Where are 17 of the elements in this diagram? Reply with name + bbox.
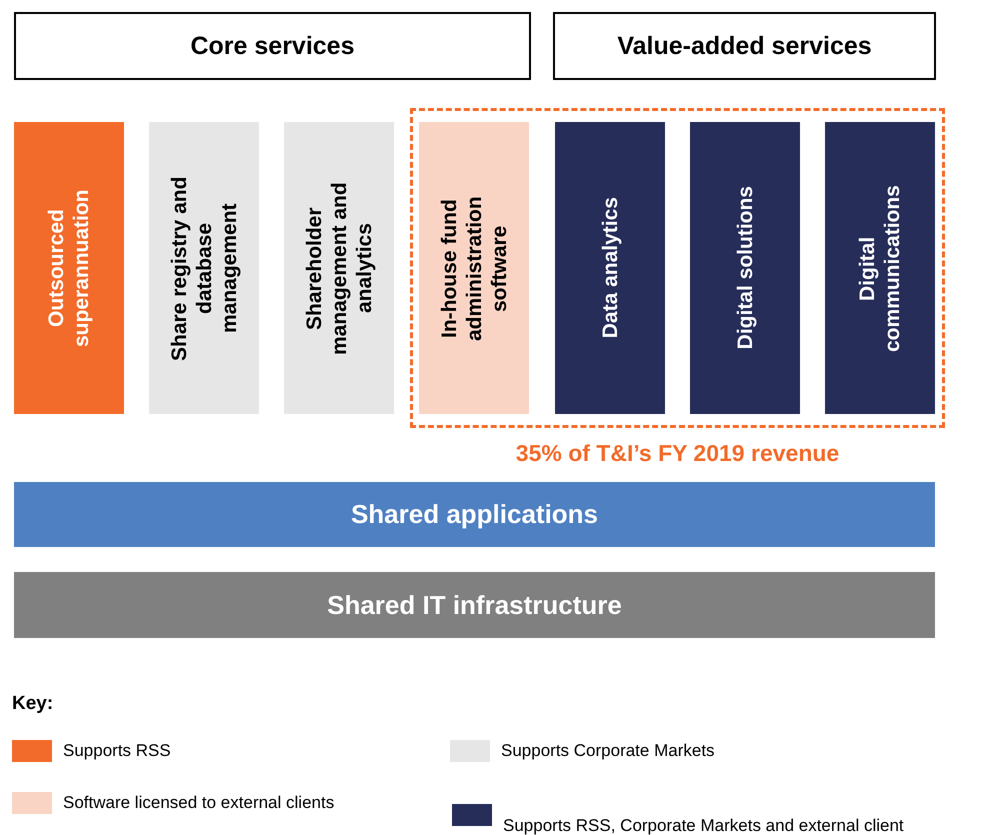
service-box: Outsourced superannuation bbox=[14, 122, 124, 414]
service-box: Data analytics bbox=[555, 122, 665, 414]
service-box: Digital communications bbox=[825, 122, 935, 414]
header-box: Core services bbox=[14, 12, 531, 80]
legend-text: Supports RSS bbox=[63, 741, 171, 761]
layer-bar: Shared IT infrastructure bbox=[14, 572, 935, 638]
service-box: Share registry and database management bbox=[149, 122, 259, 414]
legend-text: Supports RSS, Corporate Markets and external client bbox=[503, 816, 904, 835]
header-box: Value-added services bbox=[553, 12, 936, 80]
layer-bar: Shared applications bbox=[14, 482, 935, 547]
service-box: Digital solutions bbox=[690, 122, 800, 414]
frame-caption: 35% of T&I’s FY 2019 revenue bbox=[514, 440, 840, 467]
key-heading: Key: bbox=[12, 693, 54, 715]
service-box: In-house fund administration software bbox=[419, 122, 529, 414]
service-box: Shareholder management and analytics bbox=[284, 122, 394, 414]
legend-text: Supports Corporate Markets bbox=[501, 741, 715, 761]
legend-text: Software licensed to external clients bbox=[63, 793, 334, 813]
